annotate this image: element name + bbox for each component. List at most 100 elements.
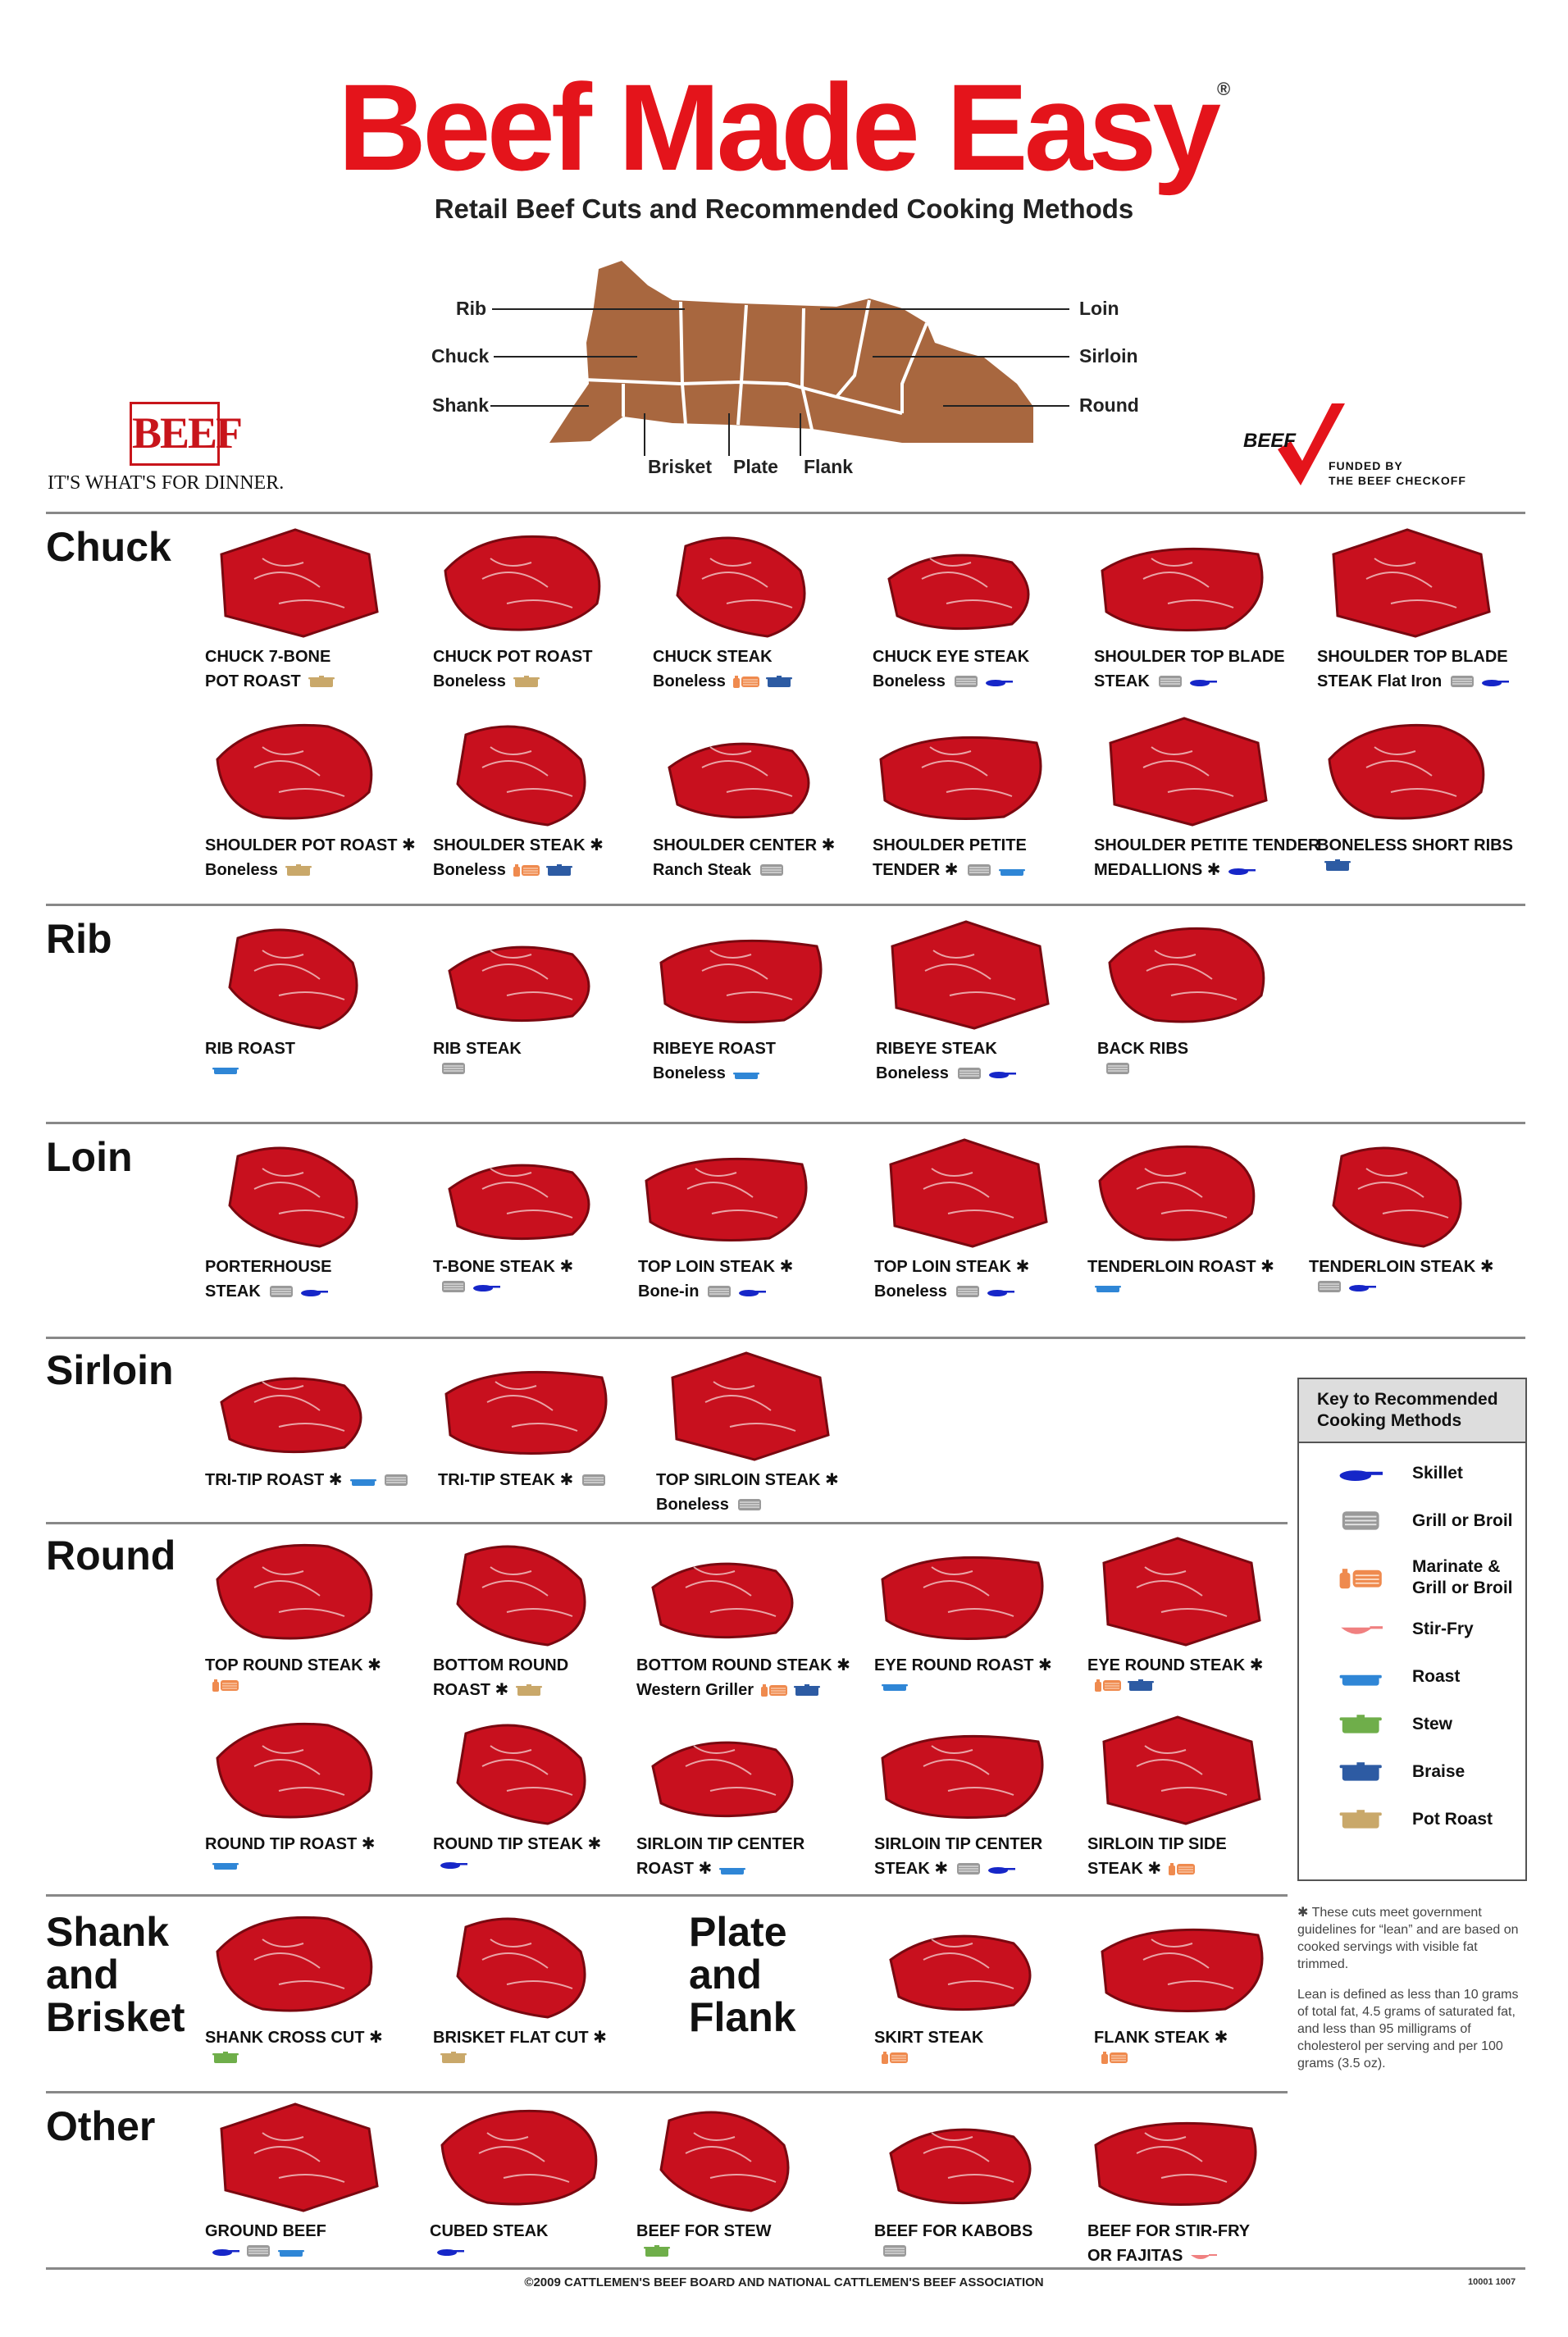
cut-subtitle: Boneless: [433, 861, 506, 879]
meat-cut-image: [228, 928, 358, 1030]
potroast-icon: [513, 676, 540, 687]
cut-subtitle: Western Griller: [636, 1681, 754, 1699]
cut-card: SHANK CROSS CUT ✱: [205, 1902, 426, 2065]
cooking-icons: [436, 2244, 464, 2258]
cut-sub-row: Boneless: [656, 1492, 877, 1517]
checkmark-icon: [1278, 403, 1345, 485]
cut-sub-row: [433, 2050, 654, 2065]
cut-name: CHUCK 7-BONE: [205, 648, 331, 666]
cut-image: [873, 522, 1094, 645]
cooking-icons: [440, 1279, 500, 1294]
roast-icon: [278, 2250, 304, 2257]
cut-name: CHUCK POT ROAST: [433, 648, 593, 666]
grill-icon: [737, 1499, 761, 1510]
cut-image: [1087, 1530, 1309, 1653]
divider-shank: [46, 1894, 1288, 1897]
copyright: ©2009 CATTLEMEN'S BEEF BOARD AND NATIONA…: [524, 2276, 1044, 2289]
cut-name: BACK RIBS: [1097, 1040, 1189, 1058]
meat-cut-image: [220, 2102, 379, 2212]
divider-other: [46, 2091, 1288, 2093]
meat-cut-image: [1332, 1146, 1462, 1248]
section-title-sirloin: Sirloin: [46, 1347, 174, 1393]
roast-icon: [349, 1479, 376, 1486]
roast-icon: [998, 869, 1025, 876]
cut-sub-row: [636, 2244, 858, 2258]
cut-sub-row: [1094, 2050, 1315, 2065]
cooking-icons: [440, 1061, 467, 1076]
potroast-icon: [285, 864, 312, 876]
section-title-shank-brisket: Shank and Brisket: [46, 1911, 185, 2039]
diagram-label-sirloin: Sirloin: [1079, 345, 1138, 367]
cut-sub-row: Ranch Steak: [653, 858, 874, 882]
cooking-icons: [881, 1678, 909, 1692]
cut-sub-row: ROAST ✱: [636, 1856, 858, 1881]
cut-subtitle: STEAK: [205, 1282, 261, 1301]
cut-subtitle: STEAK Flat Iron: [1317, 672, 1443, 690]
key-item-skillet: Skillet: [1324, 1461, 1463, 1485]
cut-card: SHOULDER POT ROAST ✱Boneless: [205, 710, 426, 882]
cut-name: SHOULDER CENTER ✱: [653, 836, 836, 854]
cut-name: SKIRT STEAK: [874, 2029, 984, 2047]
cut-subtitle: Bone-in: [638, 1282, 700, 1301]
key-item-grill: Grill or Broil: [1324, 1509, 1513, 1533]
cut-subtitle: Boneless: [873, 672, 946, 690]
cut-card: TOP SIRLOIN STEAK ✱Boneless: [656, 1345, 877, 1517]
cut-card: ROUND TIP STEAK ✱: [433, 1709, 654, 1871]
meat-cut-image: [216, 1543, 373, 1640]
cooking-icons: [1101, 2050, 1128, 2065]
page-subtitle: Retail Beef Cuts and Recommended Cooking…: [434, 194, 1134, 224]
key-icon-wrap: [1324, 1566, 1397, 1590]
grill-icon: [954, 676, 978, 687]
cut-image: [205, 1132, 426, 1255]
cut-image: [433, 1709, 654, 1832]
cut-name: TRI-TIP STEAK ✱: [438, 1471, 574, 1489]
cut-name: ROUND TIP ROAST ✱: [205, 1835, 376, 1853]
key-label-line1: Stir-Fry: [1412, 1619, 1474, 1638]
cut-name: RIB STEAK: [433, 1040, 522, 1058]
cooking-icons: [952, 674, 1013, 689]
cut-image: [438, 1345, 659, 1468]
meat-cut-image: [444, 535, 601, 631]
cut-lines: [583, 299, 928, 430]
cut-card: BONELESS SHORT RIBS: [1317, 710, 1538, 872]
cut-image: [433, 913, 654, 1036]
beef-logo-tagline: IT'S WHAT'S FOR DINNER.: [48, 472, 285, 494]
grill-icon: [760, 864, 784, 876]
cut-subtitle: Boneless: [205, 861, 278, 879]
cooking-icons: [1228, 863, 1256, 877]
cooking-icons: [955, 1861, 1016, 1876]
cut-image: [205, 1902, 426, 2025]
cut-subtitle: Boneless: [653, 672, 726, 690]
cut-subtitle: ROAST ✱: [433, 1681, 509, 1699]
section-title-shank-line3: Brisket: [46, 1994, 185, 2040]
stirfry-icon: [1191, 2254, 1218, 2259]
meat-cut-image: [456, 1545, 586, 1647]
meat-cut-image: [1109, 717, 1268, 827]
section-title-plate-flank: Plate and Flank: [689, 1911, 796, 2039]
skillet-icon: [739, 1290, 767, 1296]
cut-card: TENDERLOIN ROAST ✱: [1087, 1132, 1309, 1294]
cut-name: TOP ROUND STEAK ✱: [205, 1656, 381, 1674]
grill-icon: [1451, 676, 1475, 687]
cut-subtitle: ROAST ✱: [636, 1860, 713, 1878]
meat-cut-image: [440, 2109, 598, 2206]
cooking-icons: [732, 1066, 760, 1081]
meat-cut-image: [448, 1164, 590, 1241]
cut-card: BEEF FOR STEW: [636, 2096, 858, 2258]
key-icon-wrap: [1324, 1461, 1397, 1485]
meat-cut-image: [671, 1351, 830, 1461]
grill-icon: [442, 1063, 465, 1074]
cut-name: T-BONE STEAK ✱: [433, 1258, 574, 1276]
cut-name: SHOULDER TOP BLADE: [1094, 648, 1285, 666]
braise-icon: [765, 676, 792, 687]
cut-card: RIB ROAST: [205, 913, 426, 1076]
roast-icon: [882, 1684, 908, 1691]
cut-name: TENDERLOIN ROAST ✱: [1087, 1258, 1274, 1276]
meat-cut-image: [1102, 1715, 1261, 1825]
cut-sub-row: STEAK Flat Iron: [1317, 669, 1538, 694]
key-item-roast: Roast: [1324, 1665, 1460, 1688]
cut-name: RIBEYE ROAST: [653, 1040, 777, 1058]
